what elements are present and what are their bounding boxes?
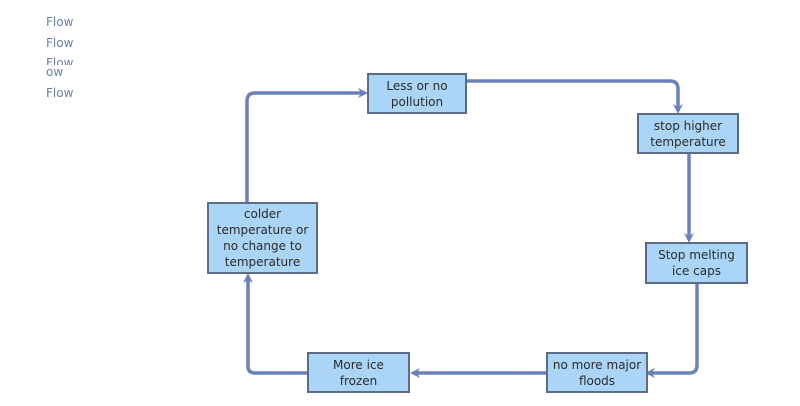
node-stop-melting-ice-caps: Stop melting ice caps — [645, 242, 748, 284]
arrow-melting-to-floods — [645, 284, 699, 378]
node-stop-higher-temperature: stop higher temperature — [637, 113, 739, 154]
node-no-more-floods: no more major floods — [546, 352, 648, 393]
node-less-pollution-label: Less or no pollution — [386, 78, 448, 109]
arrow-pollution-to-temperature — [467, 79, 683, 114]
stray-flow-label-2: Flow — [46, 36, 74, 50]
node-more-ice-frozen: More ice frozen — [307, 352, 410, 393]
arrow-colder-to-pollution — [245, 88, 368, 202]
node-colder-temperature: colder temperature or no change to tempe… — [207, 202, 318, 274]
stray-flow-label-5: Flow — [46, 86, 74, 100]
node-colder-temperature-label: colder temperature or no change to tempe… — [216, 207, 309, 269]
arrow-ice-to-colder — [243, 273, 307, 375]
stray-flow-label-1: Flow — [46, 15, 74, 29]
node-no-more-floods-label: no more major floods — [552, 357, 642, 388]
stray-flow-label-3: Flow — [46, 56, 74, 65]
stray-flow-label-4: ow — [46, 65, 64, 79]
node-stop-higher-temperature-label: stop higher temperature — [650, 118, 726, 149]
node-stop-melting-ice-caps-label: Stop melting ice caps — [658, 248, 735, 278]
node-less-pollution: Less or no pollution — [367, 73, 467, 114]
node-more-ice-frozen-label: More ice frozen — [333, 357, 384, 388]
